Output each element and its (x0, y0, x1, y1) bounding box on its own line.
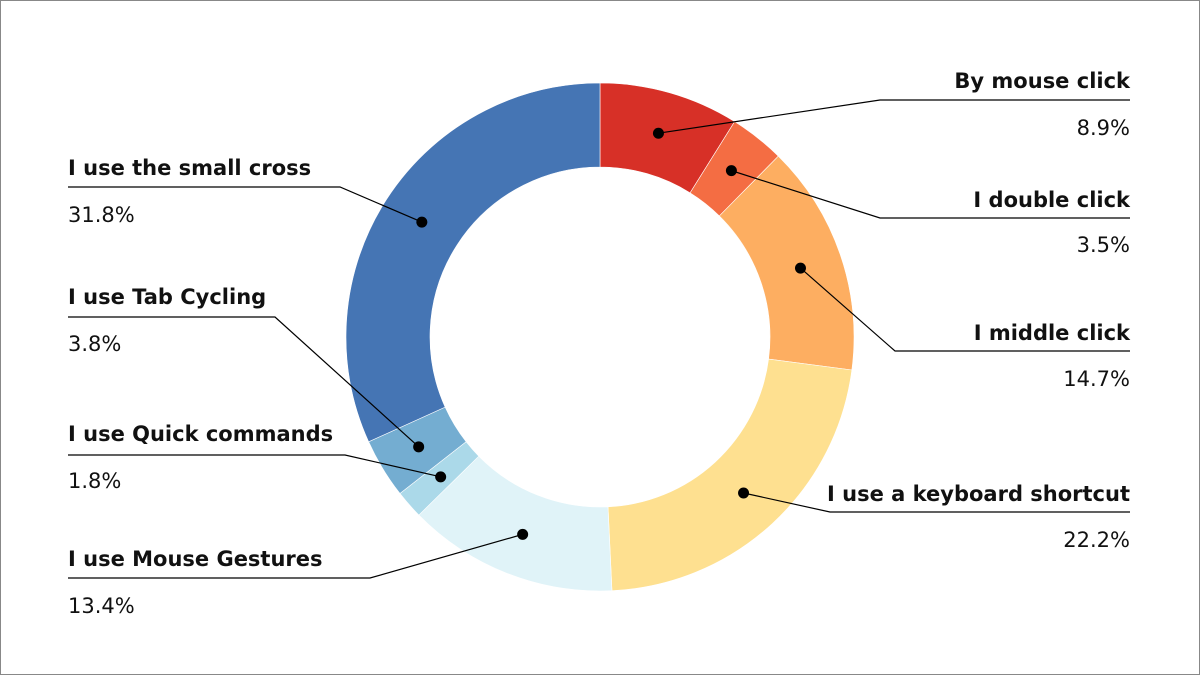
label-name-by-mouse-click: By mouse click (954, 69, 1131, 93)
leader-line-i-use-a-keyboard-shortcut (743, 492, 1130, 513)
label-name-i-use-quick-commands: I use Quick commands (68, 422, 333, 446)
label-value-i-use-mouse-gestures: 13.4% (68, 594, 135, 618)
label-value-i-use-a-keyboard-shortcut: 22.2% (1063, 528, 1130, 552)
label-value-i-use-tab-cycling: 3.8% (68, 332, 121, 356)
label-name-i-use-a-keyboard-shortcut: I use a keyboard shortcut (827, 482, 1130, 506)
leader-dot-i-use-tab-cycling (413, 441, 425, 453)
leader-line-i-use-mouse-gestures (68, 533, 523, 579)
label-value-i-middle-click: 14.7% (1063, 367, 1130, 391)
leader-line-i-middle-click (800, 267, 1130, 352)
label-value-i-use-the-small-cross: 31.8% (68, 203, 135, 227)
slice-i-use-the-small-cross (345, 82, 601, 443)
leader-lines (68, 99, 1130, 579)
label-name-i-use-mouse-gestures: I use Mouse Gestures (68, 547, 323, 571)
leader-dot-i-double-click (725, 165, 737, 177)
slice-i-use-a-keyboard-shortcut (607, 358, 853, 592)
leader-line-by-mouse-click (658, 99, 1130, 134)
slice-labels: By mouse click 8.9% I double click 3.5% I mi… (68, 69, 1131, 618)
leader-dot-by-mouse-click (652, 127, 664, 139)
label-name-i-middle-click: I middle click (974, 321, 1131, 345)
leader-line-i-double-click (731, 170, 1130, 219)
label-value-i-double-click: 3.5% (1077, 233, 1130, 257)
leader-line-i-use-tab-cycling (68, 316, 420, 448)
leader-line-i-use-quick-commands (68, 454, 441, 478)
leader-dot-i-use-the-small-cross (416, 216, 428, 228)
label-value-i-use-quick-commands: 1.8% (68, 469, 121, 493)
label-name-i-use-tab-cycling: I use Tab Cycling (68, 285, 266, 309)
leader-dot-i-use-a-keyboard-shortcut (738, 487, 750, 499)
slices (345, 82, 855, 592)
label-value-by-mouse-click: 8.9% (1077, 116, 1130, 140)
leader-dot-i-use-quick-commands (435, 471, 447, 483)
leader-dot-i-middle-click (794, 262, 806, 274)
label-name-i-use-the-small-cross: I use the small cross (68, 156, 311, 180)
label-name-i-double-click: I double click (973, 188, 1131, 212)
leader-line-i-use-the-small-cross (68, 186, 423, 223)
leader-dot-i-use-mouse-gestures (517, 528, 529, 540)
